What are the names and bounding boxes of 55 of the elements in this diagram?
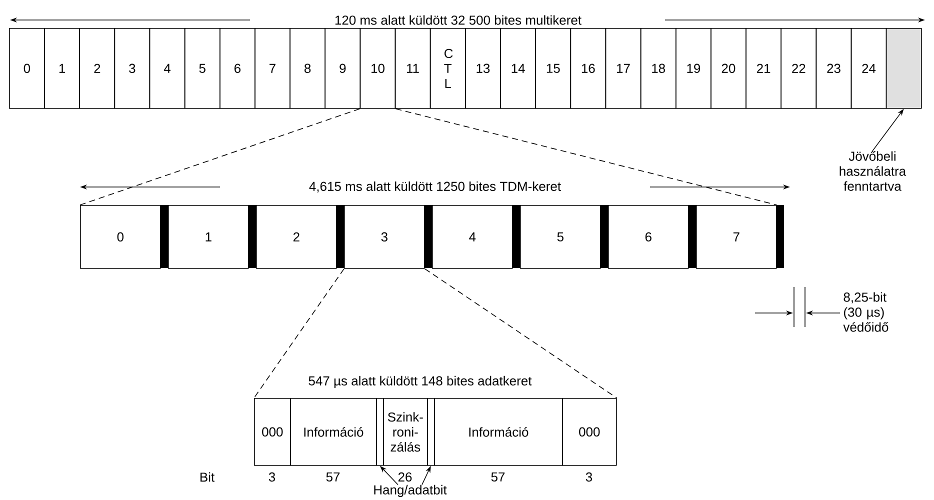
field-cell: 000 bbox=[562, 398, 617, 466]
field-cell bbox=[376, 398, 384, 466]
frame-cell: 5 bbox=[184, 28, 220, 109]
frame-cell: 3 bbox=[114, 28, 150, 109]
time-slot-cell: 1 bbox=[168, 205, 249, 269]
frame-cell: 11 bbox=[394, 28, 431, 109]
frame-cell: 13 bbox=[465, 28, 501, 109]
field-cell: Információ bbox=[434, 398, 563, 466]
bit-count-label: 57 bbox=[326, 472, 340, 482]
field-cell: Szink- roni- zálás bbox=[383, 398, 428, 466]
bit-count-label: 26 bbox=[398, 472, 412, 482]
frame-cell: 15 bbox=[535, 28, 572, 109]
zoom-line bbox=[424, 268, 618, 398]
frame-cell: 22 bbox=[780, 28, 817, 109]
bit-count-label: Bit bbox=[200, 472, 214, 482]
frame-cell: 9 bbox=[324, 28, 361, 109]
field-cell: Információ bbox=[290, 398, 377, 466]
dimension-label: 547 µs alatt küldött 148 bites adatkeret bbox=[305, 372, 535, 392]
zoom-line bbox=[395, 108, 778, 206]
time-slot-cell: 0 bbox=[80, 205, 161, 269]
frame-cell bbox=[886, 28, 922, 109]
frame-cell: 14 bbox=[500, 28, 536, 109]
time-slot-cell: 7 bbox=[696, 205, 777, 269]
frame-cell: 7 bbox=[254, 28, 290, 109]
dimension-label: 120 ms alatt küldött 32 500 bites multikeret bbox=[331, 12, 585, 28]
field-cell: 000 bbox=[254, 398, 291, 466]
frame-cell: 23 bbox=[816, 28, 852, 109]
dimension-label: 4,615 ms alatt küldött 1250 bites TDM-keret bbox=[306, 178, 564, 196]
frame-cell: 10 bbox=[360, 28, 396, 109]
frame-cell: C T L bbox=[430, 28, 466, 109]
time-slot-cell: 5 bbox=[520, 205, 601, 269]
time-slot-cell: 3 bbox=[344, 205, 425, 269]
zoom-line bbox=[80, 108, 360, 206]
frame-cell: 8 bbox=[290, 28, 326, 109]
frame-cell: 1 bbox=[44, 28, 80, 109]
frame-cell: 18 bbox=[640, 28, 676, 109]
frame-cell: 0 bbox=[9, 28, 45, 109]
guard-time-label: 8,25-bit (30 µs) védőidő bbox=[843, 292, 888, 332]
frame-cell: 16 bbox=[570, 28, 606, 109]
frame-cell: 4 bbox=[149, 28, 186, 109]
frame-cell: 20 bbox=[710, 28, 746, 109]
frame-cell: 19 bbox=[676, 28, 712, 109]
frame-cell: 6 bbox=[220, 28, 256, 109]
time-slot-cell: 6 bbox=[608, 205, 689, 269]
time-slot-cell: 2 bbox=[256, 205, 337, 269]
note-text: Hang/adatbit bbox=[374, 484, 447, 498]
frame-cell: 17 bbox=[605, 28, 642, 109]
note-text: Jövőbeli használatra fenntartva bbox=[840, 151, 906, 191]
frame-cell: 21 bbox=[746, 28, 782, 109]
bit-count-label: 3 bbox=[268, 472, 276, 482]
bit-count-label: 3 bbox=[586, 472, 592, 482]
time-slot-cell: 4 bbox=[432, 205, 513, 269]
field-cell bbox=[427, 398, 435, 466]
zoom-line bbox=[254, 268, 344, 398]
frame-cell: 2 bbox=[79, 28, 116, 109]
